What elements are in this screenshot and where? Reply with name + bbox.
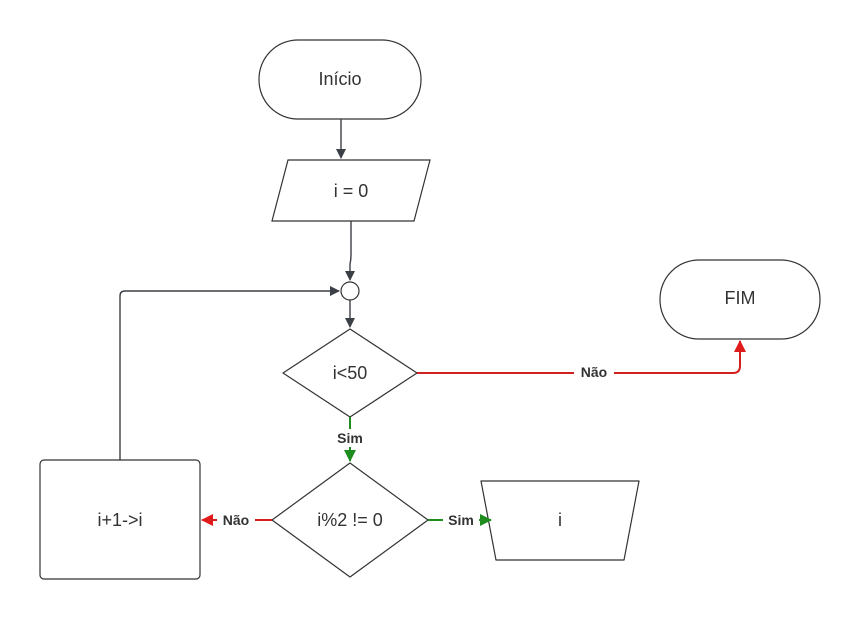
start-terminal [258,39,422,120]
output-display [480,480,640,561]
increment-label: i+1->i [97,510,142,530]
odd-condition-diamond [271,462,429,578]
odd-condition-label: i%2 != 0 [317,510,383,530]
init-label: i = 0 [334,181,369,201]
edge-loop-yes-label: Sim [337,430,363,446]
end-label: FIM [725,288,756,308]
loop-connector [340,281,360,301]
edge-loop-yes-label-bg [332,429,368,447]
edge-odd-yes-label: Sim [448,512,474,528]
edge-odd-no-label-bg [217,511,255,529]
edge-loop-no-label: Não [581,364,607,380]
edge-odd-yes-label-bg [443,511,479,529]
loop-condition-label: i<50 [333,363,368,383]
output-label: i [558,510,562,530]
init-parallelogram [271,159,431,222]
edge-odd-no-label: Não [223,512,249,528]
edge-loop-no-label-bg [574,363,614,381]
start-label: Início [318,69,361,89]
edge-init-to-connector [345,221,355,281]
edge-increment-loop-back [119,286,340,460]
end-terminal [659,259,821,340]
edge-loop-no-to-end [417,340,746,374]
